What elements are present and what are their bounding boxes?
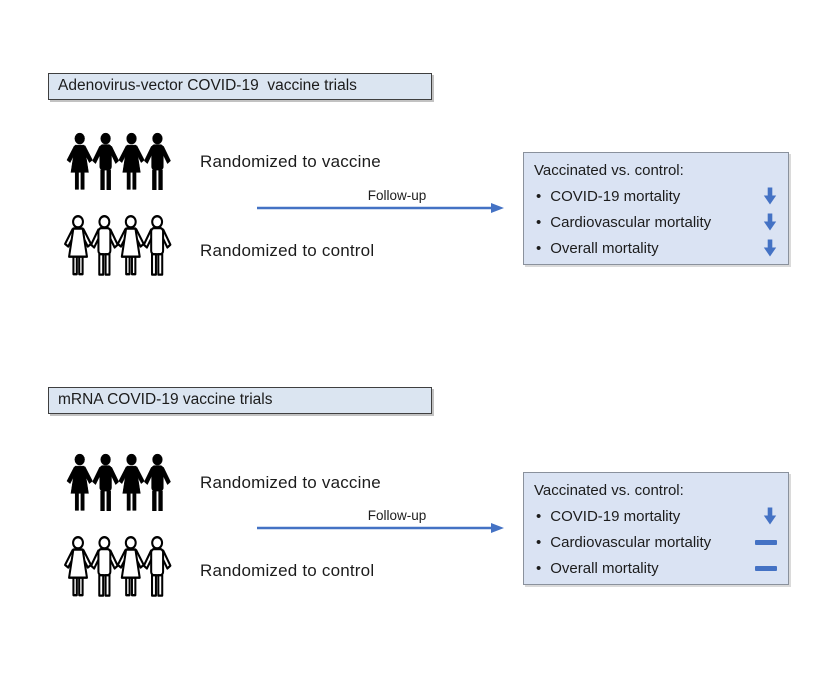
effect-indicator bbox=[753, 507, 777, 525]
people-group-outline-icon bbox=[61, 215, 175, 279]
effect-indicator bbox=[753, 213, 777, 231]
people-group-filled-icon bbox=[63, 132, 175, 194]
result-label: Overall mortality bbox=[550, 559, 659, 577]
result-label: COVID-19 mortality bbox=[550, 187, 681, 205]
panel1-control-group-label: Randomized to control bbox=[200, 241, 375, 260]
result-label: Overall mortality bbox=[550, 239, 659, 257]
followup-arrow-icon bbox=[257, 203, 504, 213]
panel1-followup-label: Follow-up bbox=[367, 188, 427, 203]
panel2-title-box: mRNA COVID-19 vaccine trials bbox=[48, 387, 432, 414]
result-row: Cardiovascular mortality bbox=[534, 529, 777, 555]
panel2-results-box: Vaccinated vs. control: COVID-19 mortali… bbox=[523, 472, 789, 585]
result-label: Cardiovascular mortality bbox=[550, 213, 712, 231]
panel1-title-box: Adenovirus-vector COVID-19 vaccine trial… bbox=[48, 73, 432, 100]
panel2-followup-label: Follow-up bbox=[367, 508, 427, 523]
result-row: Overall mortality bbox=[534, 235, 777, 261]
panel1-vaccine-group-label: Randomized to vaccine bbox=[200, 152, 381, 171]
down-arrow-icon bbox=[763, 213, 777, 231]
panel2-control-group-label: Randomized to control bbox=[200, 561, 375, 580]
effect-indicator bbox=[753, 539, 777, 545]
dash-icon bbox=[755, 539, 777, 545]
panel1-results-box: Vaccinated vs. control: COVID-19 mortali… bbox=[523, 152, 789, 265]
panel2-vaccine-group-label: Randomized to vaccine bbox=[200, 473, 381, 492]
followup-arrow-icon bbox=[257, 523, 504, 533]
dash-icon bbox=[755, 565, 777, 571]
down-arrow-icon bbox=[763, 507, 777, 525]
effect-indicator bbox=[753, 239, 777, 257]
result-row: COVID-19 mortality bbox=[534, 183, 777, 209]
results-header: Vaccinated vs. control: bbox=[534, 162, 684, 179]
result-row: Overall mortality bbox=[534, 555, 777, 581]
result-row: Cardiovascular mortality bbox=[534, 209, 777, 235]
results-header: Vaccinated vs. control: bbox=[534, 482, 684, 499]
people-group-outline-icon bbox=[61, 536, 175, 600]
effect-indicator bbox=[753, 565, 777, 571]
result-label: COVID-19 mortality bbox=[550, 507, 681, 525]
down-arrow-icon bbox=[763, 239, 777, 257]
result-label: Cardiovascular mortality bbox=[550, 533, 712, 551]
result-row: COVID-19 mortality bbox=[534, 503, 777, 529]
people-group-filled-icon bbox=[63, 453, 175, 515]
effect-indicator bbox=[753, 187, 777, 205]
down-arrow-icon bbox=[763, 187, 777, 205]
